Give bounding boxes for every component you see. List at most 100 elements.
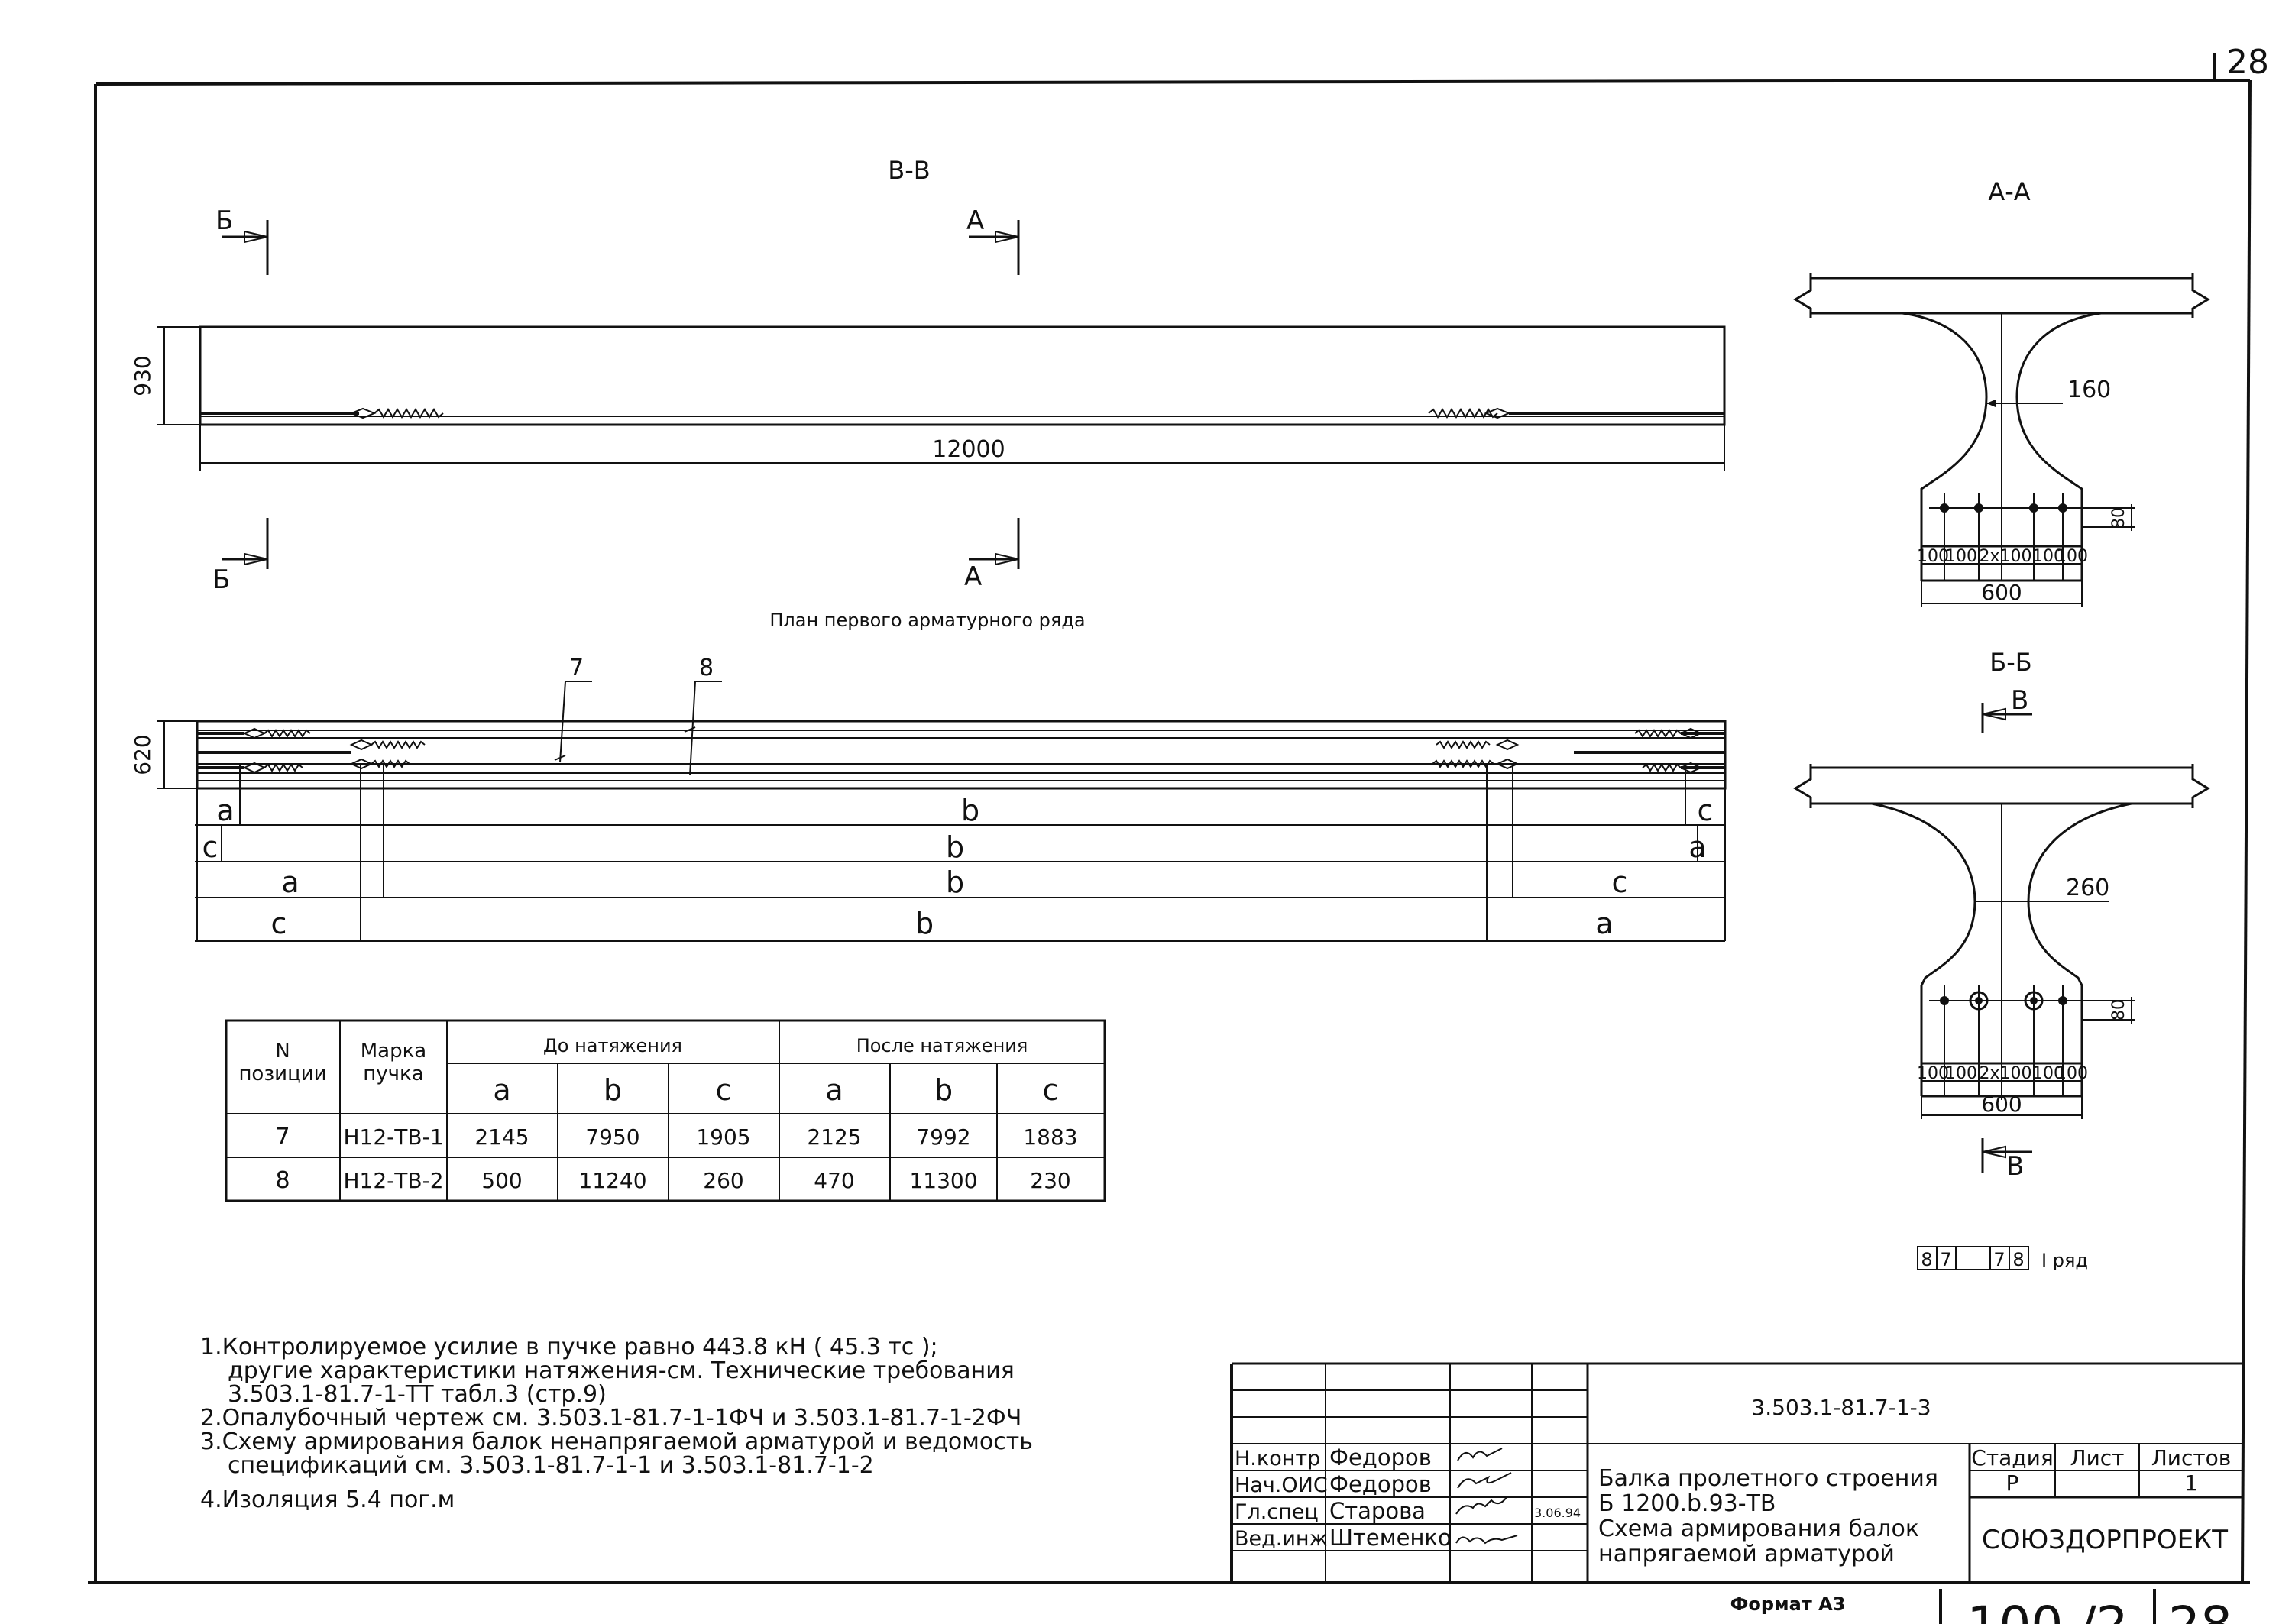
tendon-table: N позиции Марка пучка До натяжения После… (225, 1019, 1106, 1202)
dim-2x100: 2x100 (1979, 1064, 2031, 1083)
dim-80: 80 (2109, 999, 2129, 1021)
dim-height-930: 930 (130, 326, 200, 425)
cut-letter-b: Б (215, 205, 233, 236)
plan-beam (196, 720, 1727, 790)
section-bb: 260 80 100 100 2x100 100 100 600 (1793, 764, 2210, 1119)
dim-text-12000: 12000 (932, 436, 1005, 463)
stamp-bottom: 100 /2 28 (1939, 1589, 2232, 1624)
th-sub: b (604, 1073, 622, 1107)
dim-100: 100 (2056, 547, 2088, 566)
note-line: 3.Схему армирования балок ненапрягаемой … (200, 1428, 1033, 1455)
dim-width-620: 620 (130, 720, 197, 789)
th-before: До натяжения (543, 1035, 682, 1056)
dim-160: 160 (2067, 377, 2111, 403)
strip-c: c (1612, 865, 1628, 899)
legend-cell: 8 (1921, 1249, 1932, 1270)
dim-100: 100 (2032, 1064, 2064, 1083)
strip-a: a (1595, 907, 1613, 940)
view-label-vv: В-В (888, 156, 930, 185)
role-label: Н.контр (1235, 1447, 1320, 1470)
role-label: Нач.ОИС (1235, 1474, 1328, 1497)
dim-260: 260 (2066, 875, 2109, 901)
cut-letter-b: Б (212, 565, 230, 595)
cut-letter-v: В (2011, 685, 2028, 716)
role-label: Вед.инж (1235, 1527, 1328, 1551)
th-sub: c (1043, 1073, 1059, 1107)
cut-mark-v-top: В (1981, 685, 2032, 733)
dim-600: 600 (1981, 580, 2022, 605)
signature (1455, 1496, 1514, 1515)
view-label-bb: Б-Б (1989, 648, 2031, 677)
signature (1457, 1448, 1503, 1461)
sheet-label: Лист (2070, 1445, 2125, 1470)
plan-title: План первого арматурного ряда (769, 610, 1085, 631)
table-row: 8 Н12-ТВ-2 500 11240 260 470 11300 230 (275, 1167, 1070, 1194)
strip-a: a (1688, 830, 1706, 864)
cut-letter-a: А (966, 205, 984, 236)
dim-2x100: 2x100 (1979, 547, 2031, 566)
note-line: спецификаций см. 3.503.1-81.7-1-1 и 3.50… (228, 1452, 874, 1479)
dim-100: 100 (2056, 1064, 2088, 1083)
cell-value: 7950 (585, 1124, 639, 1150)
role-name: Старова (1329, 1498, 1426, 1524)
th-sub: a (493, 1073, 510, 1107)
th-sub: c (716, 1073, 732, 1107)
strip-c: c (202, 830, 219, 864)
cut-mark-b-top: Б (215, 205, 269, 275)
cell-value: 500 (481, 1168, 522, 1193)
legend-cell: 8 (2012, 1249, 2024, 1270)
title-line: напрягаемой арматурой (1598, 1541, 1895, 1567)
cell-value: 1905 (696, 1124, 750, 1150)
strip-a: a (281, 865, 299, 899)
view-label-aa: А-А (1988, 177, 2030, 206)
title-block: 3.503.1-81.7-1-3 Н.контр Федоров Нач.ОИС… (1230, 1362, 2242, 1583)
strip-c: c (271, 907, 287, 940)
dim-100: 100 (1917, 1064, 1949, 1083)
org-name: СОЮЗДОРПРОЕКТ (1982, 1525, 2228, 1555)
pos-8-label: 8 (699, 655, 714, 681)
plan-dimension-strips: a b c c b a a b c c b a (195, 764, 1726, 942)
th-mark: Марка (361, 1040, 427, 1063)
row-legend: 8 7 7 8 I ряд (1917, 1246, 2088, 1271)
note-line: 2.Опалубочный чертеж см. 3.503.1-81.7-1-… (200, 1405, 1022, 1432)
sheets-value: 1 (2184, 1470, 2198, 1496)
cell-mark: Н12-ТВ-1 (343, 1124, 443, 1150)
th-sub: b (934, 1073, 953, 1107)
cell-value: 2125 (807, 1124, 861, 1150)
th-sub: a (825, 1073, 843, 1107)
th-pos: N (275, 1040, 290, 1063)
th-mark: пучка (363, 1063, 423, 1085)
dim-text-930: 930 (130, 355, 155, 396)
stage-label: Стадия (1971, 1445, 2053, 1470)
dim-600: 600 (1981, 1092, 2022, 1117)
dim-100: 100 (1945, 1064, 1977, 1083)
note-line: 4.Изоляция 5.4 пог.м (200, 1487, 455, 1513)
dim-100: 100 (1945, 547, 1977, 566)
cell-value: 2145 (474, 1124, 529, 1150)
strip-b: b (915, 907, 934, 940)
legend-cell: 7 (1940, 1249, 1951, 1270)
legend-cell: 7 (1993, 1249, 2005, 1270)
note-line: другие характеристики натяжения-см. Техн… (228, 1357, 1015, 1384)
dim-text-620: 620 (130, 734, 155, 775)
cell-value: 260 (703, 1168, 743, 1193)
title-line: Балка пролетного строения (1598, 1465, 1938, 1492)
role-name: Федоров (1329, 1444, 1432, 1470)
sheets-label: Листов (2151, 1445, 2232, 1470)
strip-b: b (946, 865, 964, 899)
title-line: Схема армирования балок (1598, 1516, 1919, 1542)
cut-mark-a-top: А (966, 205, 1020, 275)
cell-value: 1883 (1023, 1124, 1077, 1150)
note-line: 1.Контролируемое усилие в пучке равно 44… (200, 1334, 938, 1360)
notes: 1.Контролируемое усилие в пучке равно 44… (200, 1335, 1193, 1512)
cut-mark-a-bottom: А (964, 518, 1020, 592)
strip-b: b (961, 794, 979, 827)
note-line: 3.503.1-81.7-1-ТТ табл.3 (стр.9) (228, 1381, 607, 1408)
dim-100: 100 (2032, 547, 2064, 566)
dim-length-12000: 12000 (199, 425, 1725, 471)
beam-elevation (199, 325, 1726, 426)
dim-80: 80 (2109, 507, 2129, 529)
sheet-frame (88, 53, 2252, 1584)
stamp-right: 28 (2168, 1596, 2232, 1624)
